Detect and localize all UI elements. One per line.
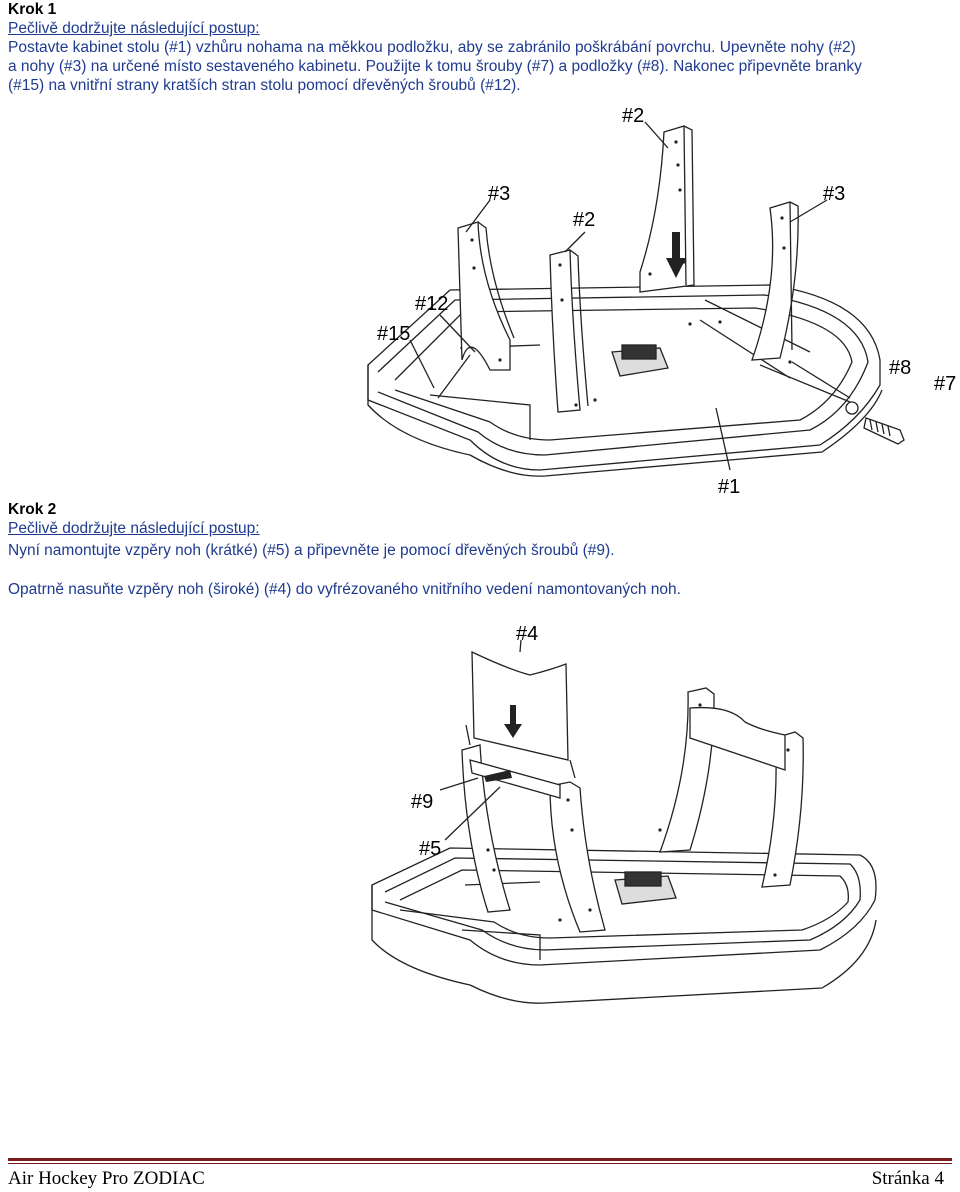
label-leg2-top: #2 bbox=[622, 105, 644, 127]
label-cabinet1: #1 bbox=[718, 476, 740, 498]
label-screw9: #9 bbox=[411, 791, 433, 813]
label-leg2-left: #2 bbox=[573, 209, 595, 231]
step1-line-2: a nohy (#3) na určené místo sestaveného … bbox=[8, 58, 862, 75]
step1-line-3: (#15) na vnitřní strany kratších stran s… bbox=[8, 77, 521, 94]
step2-title: Krok 2 bbox=[8, 501, 57, 518]
label-bolt7: #7 bbox=[934, 373, 956, 395]
label-leg3-left: #3 bbox=[488, 183, 510, 205]
step2-assembly-figure: #4 #9 #5 bbox=[371, 623, 877, 1004]
label-brace5: #5 bbox=[419, 838, 441, 860]
label-washer8: #8 bbox=[889, 357, 911, 379]
step1-title: Krok 1 bbox=[8, 1, 57, 18]
step2-line-1: Nyní namontujte vzpěry noh (krátké) (#5)… bbox=[8, 542, 615, 559]
footer-product-name: Air Hockey Pro ZODIAC bbox=[8, 1168, 205, 1189]
step2-subtitle: Pečlivě dodržujte následující postup: bbox=[8, 520, 260, 537]
step1-assembly-figure: #2 #3 #2 #3 #12 #15 #8 #7 #1 bbox=[367, 105, 956, 498]
label-screw12: #12 bbox=[415, 293, 448, 315]
label-leg3-right: #3 bbox=[823, 183, 845, 205]
step1-line-1: Postavte kabinet stolu (#1) vzhůru noham… bbox=[8, 39, 856, 56]
step1-subtitle: Pečlivě dodržujte následující postup: bbox=[8, 20, 260, 37]
footer-rule bbox=[8, 1158, 952, 1161]
label-brace4: #4 bbox=[516, 623, 538, 645]
label-goal15: #15 bbox=[377, 323, 410, 345]
footer-rule-thin bbox=[8, 1163, 952, 1164]
footer-page-number: Stránka 4 bbox=[871, 1168, 944, 1189]
step2-line-2: Opatrně nasuňte vzpěry noh (široké) (#4)… bbox=[8, 581, 681, 598]
